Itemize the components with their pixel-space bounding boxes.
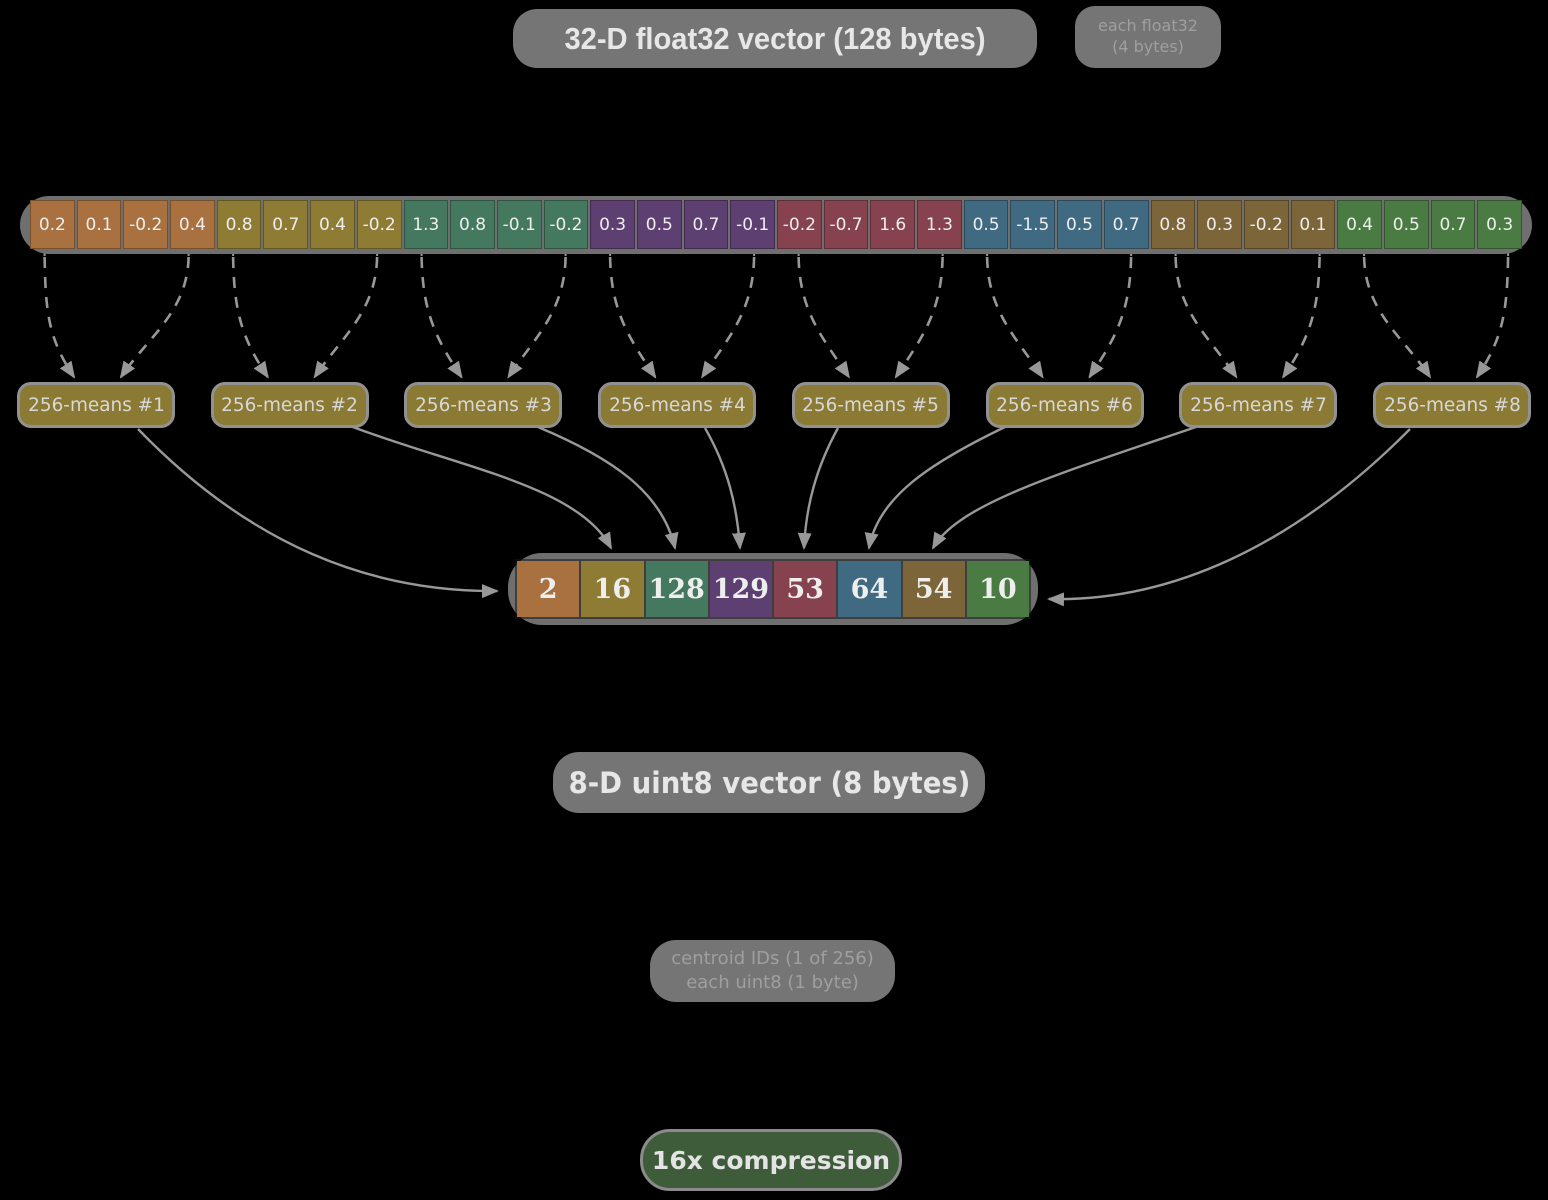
float32-cell: 0.1 [1290,200,1336,249]
float32-cell: 0.7 [683,200,729,249]
float32-cell: -0.2 [356,200,402,249]
float32-cell: -0.1 [730,200,775,249]
centroid-ids-note-line1: centroid IDs (1 of 256) [671,947,874,969]
float32-cell: 0.3 [1197,200,1242,249]
float32-cell: 0.7 [1430,200,1476,249]
codebook-pill-4: 256-means #4 [598,382,757,428]
uint8-vector-title: 8-D uint8 vector (8 bytes) [553,752,985,813]
codebook-pill-6: 256-means #6 [985,382,1144,428]
centroid-ids-note: centroid IDs (1 of 256) each uint8 (1 by… [650,940,895,1002]
uint8-cell: 128 [645,561,708,617]
codebook-pill-3: 256-means #3 [404,382,563,428]
float32-cell: -0.2 [543,200,589,249]
uint8-cell: 53 [774,561,837,617]
float32-cell: 0.8 [216,200,262,249]
float32-cell: 0.8 [450,200,495,249]
float32-cell: -0.2 [1243,200,1289,249]
float32-cell: -0.2 [777,200,822,249]
float32-cell: -1.5 [1010,200,1056,249]
float32-cell: 0.5 [963,200,1009,249]
codebook-pill-label: 256-means #1 [27,394,165,416]
codebook-pill-label: 256-means #6 [996,394,1133,416]
codebook-pill-label: 256-means #2 [221,394,359,416]
float32-cell: -0.2 [123,200,169,249]
float32-size-note-line2: (4 bytes) [1112,37,1184,56]
codebook-pill-1: 256-means #1 [17,382,175,428]
float32-cell: 0.1 [76,200,122,249]
float32-cell: -0.1 [496,200,542,249]
uint8-cell: 54 [902,561,965,617]
codebook-pill-8: 256-means #8 [1372,382,1531,428]
codebook-pill-5: 256-means #5 [791,382,950,428]
uint8-cell: 64 [838,561,901,617]
uint8-vector-title-text: 8-D uint8 vector (8 bytes) [568,765,970,800]
compression-badge: 16x compression [640,1129,902,1191]
codebook-pill-2: 256-means #2 [210,382,369,428]
float32-cell: 0.7 [263,200,309,249]
centroid-ids-note-line2: each uint8 (1 byte) [686,972,859,993]
compression-badge-text: 16x compression [651,1145,891,1175]
uint8-cell: 2 [517,561,580,617]
float32-cell: 1.3 [917,200,962,249]
uint8-cell: 16 [581,561,644,617]
codebook-pill-label: 256-means #7 [1189,394,1327,416]
float32-cell: 0.4 [310,200,355,249]
uint8-cell: 129 [709,561,772,617]
float32-cell: 0.7 [1103,200,1149,249]
float32-cell: 0.8 [1150,200,1196,249]
float32-cell: 1.6 [870,200,916,249]
float32-size-note: each float32 (4 bytes) [1075,6,1221,68]
codebook-pill-label: 256-means #8 [1383,394,1521,416]
uint8-cell: 10 [966,561,1029,617]
codebook-pill-label: 256-means #3 [415,394,552,416]
float32-cell: 1.3 [403,200,449,249]
float32-vector-title: 32-D float32 vector (128 bytes) [513,9,1037,68]
float32-cell: 0.5 [1057,200,1102,249]
float32-cell: 0.5 [1383,200,1429,249]
float32-cell: -0.7 [823,200,869,249]
float32-size-note-line1: each float32 [1098,16,1198,36]
float32-cell: 0.4 [1337,200,1382,249]
codebook-pill-7: 256-means #7 [1179,382,1338,428]
codebook-pill-label: 256-means #5 [802,394,940,416]
float32-vector-title-text: 32-D float32 vector (128 bytes) [564,20,986,56]
float32-cell: 0.3 [590,200,635,249]
codebook-pill-label: 256-means #4 [608,394,746,416]
float32-cell: 0.3 [1477,200,1522,249]
float32-cell: 0.4 [170,200,215,249]
float32-cell: 0.5 [636,200,682,249]
float32-cell: 0.2 [30,200,75,249]
